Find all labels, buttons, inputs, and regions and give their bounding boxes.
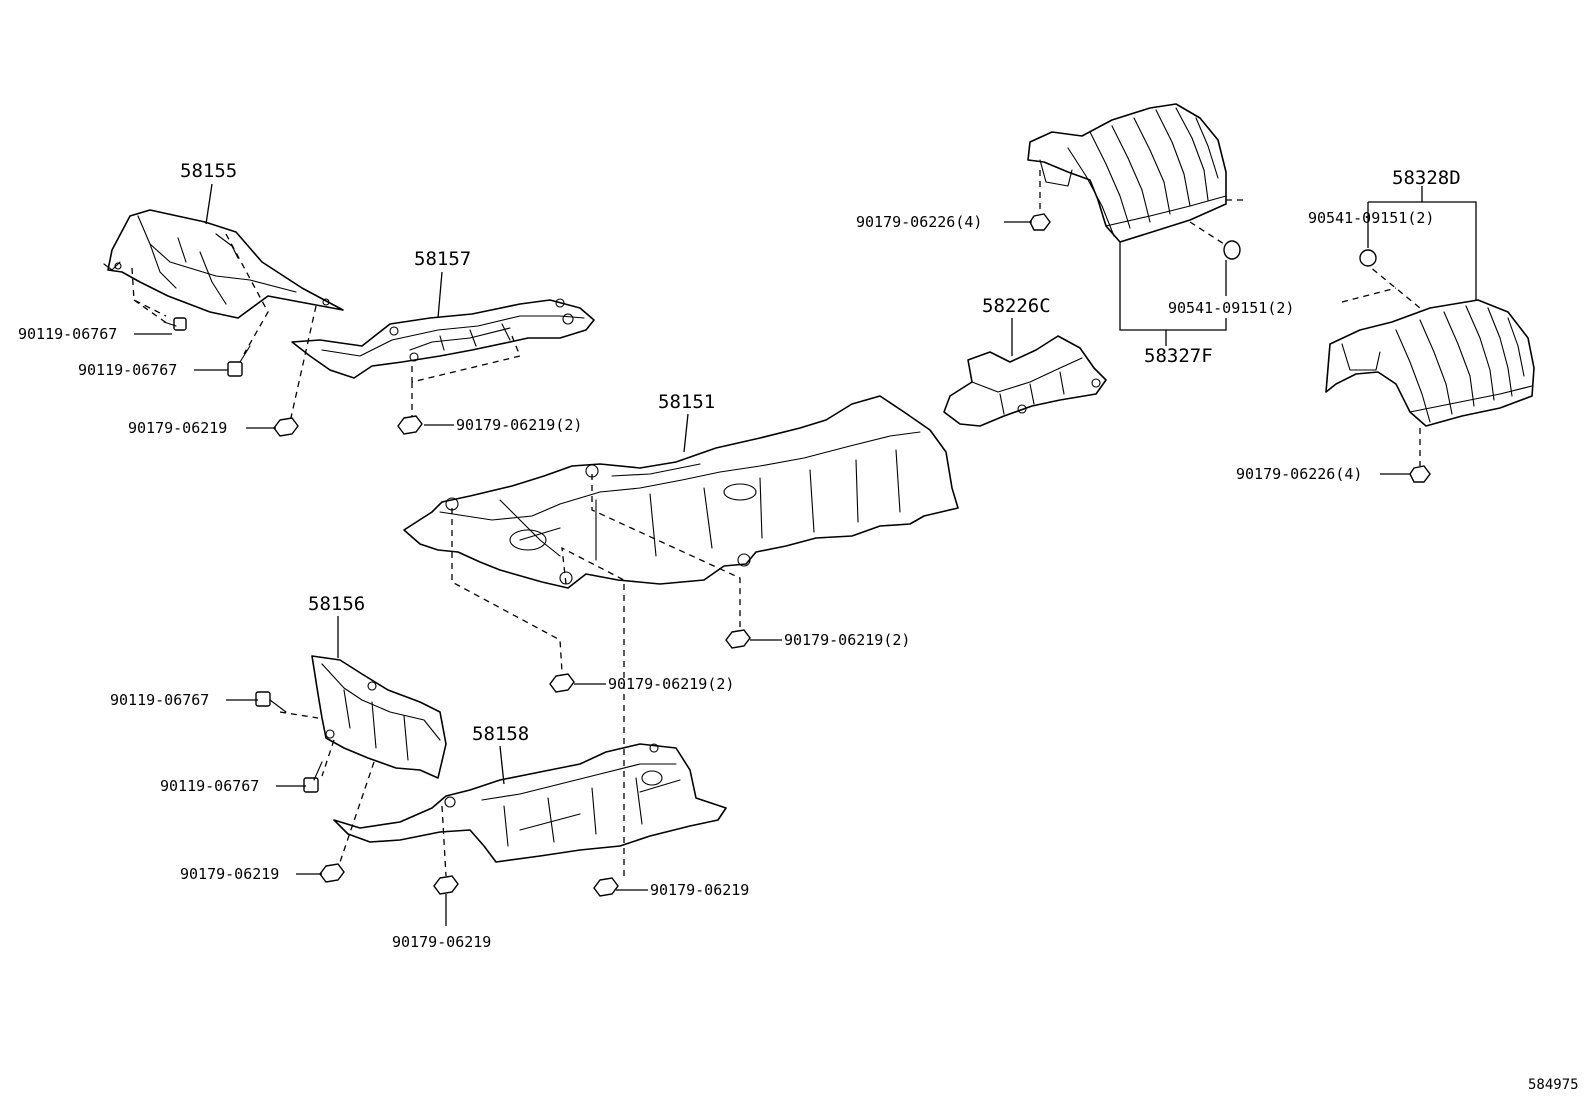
callout-nut-c: 90179-06219(2) bbox=[784, 631, 910, 649]
callout-clip-b: 90541-09151(2) bbox=[1308, 209, 1434, 227]
callout-nut-a: 90179-06219 bbox=[128, 419, 227, 437]
callout-nut-g: 90179-06219 bbox=[650, 881, 749, 899]
callout-bolt-c: 90119-06767 bbox=[110, 691, 209, 709]
callout-nut-b: 90179-06219(2) bbox=[456, 416, 582, 434]
heat-shield-58155 bbox=[103, 209, 344, 319]
nut-icon bbox=[549, 673, 575, 693]
heat-shield-58226c bbox=[943, 335, 1107, 427]
nut-icon bbox=[397, 415, 423, 435]
assembly-lines bbox=[131, 170, 1421, 878]
callout-58155: 58155 bbox=[180, 160, 237, 182]
diagram-reference-number: 584975 bbox=[1528, 1077, 1579, 1093]
callout-58328d: 58328D bbox=[1392, 167, 1461, 189]
callout-bolt-a: 90119-06767 bbox=[18, 325, 117, 343]
clip-icon bbox=[1223, 240, 1241, 260]
heat-shield-58151 bbox=[403, 395, 959, 589]
heat-shield-58327f bbox=[1027, 103, 1227, 243]
callout-58156: 58156 bbox=[308, 593, 365, 615]
fasteners bbox=[163, 213, 1431, 897]
callout-nut-f: 90179-06219 bbox=[392, 933, 491, 951]
leader-lines bbox=[134, 183, 1477, 926]
nut-icon bbox=[273, 417, 299, 437]
callout-58327f: 58327F bbox=[1144, 345, 1213, 367]
heat-shield-58157 bbox=[291, 298, 595, 379]
callout-nut-e: 90179-06219 bbox=[180, 865, 279, 883]
nut-icon bbox=[1409, 465, 1431, 483]
bolt-icon bbox=[303, 761, 323, 793]
nut-icon bbox=[433, 875, 459, 895]
nut-icon bbox=[319, 863, 345, 883]
callout-58157: 58157 bbox=[414, 248, 471, 270]
callout-nut-i: 90179-06226(4) bbox=[1236, 465, 1362, 483]
callout-58226c: 58226C bbox=[982, 295, 1051, 317]
heat-shield-58158 bbox=[333, 743, 727, 863]
nut-icon bbox=[725, 629, 751, 649]
clip-icon bbox=[1359, 249, 1377, 267]
callout-clip-a: 90541-09151(2) bbox=[1168, 299, 1294, 317]
callout-58158: 58158 bbox=[472, 723, 529, 745]
bolt-icon bbox=[255, 691, 287, 713]
callout-nut-h: 90179-06226(4) bbox=[856, 213, 982, 231]
callout-58151: 58151 bbox=[658, 391, 715, 413]
nut-icon bbox=[1029, 213, 1051, 231]
bolt-icon bbox=[227, 345, 251, 377]
callout-labels: 58155 58157 58151 58156 58158 58226C 583… bbox=[18, 160, 1579, 1093]
callout-bolt-d: 90119-06767 bbox=[160, 777, 259, 795]
callout-nut-d: 90179-06219(2) bbox=[608, 675, 734, 693]
heat-shield-58156 bbox=[311, 655, 447, 779]
bolt-icon bbox=[163, 317, 187, 331]
callout-bolt-b: 90119-06767 bbox=[78, 361, 177, 379]
nut-icon bbox=[593, 877, 619, 897]
heat-shield-58328d bbox=[1325, 299, 1535, 427]
